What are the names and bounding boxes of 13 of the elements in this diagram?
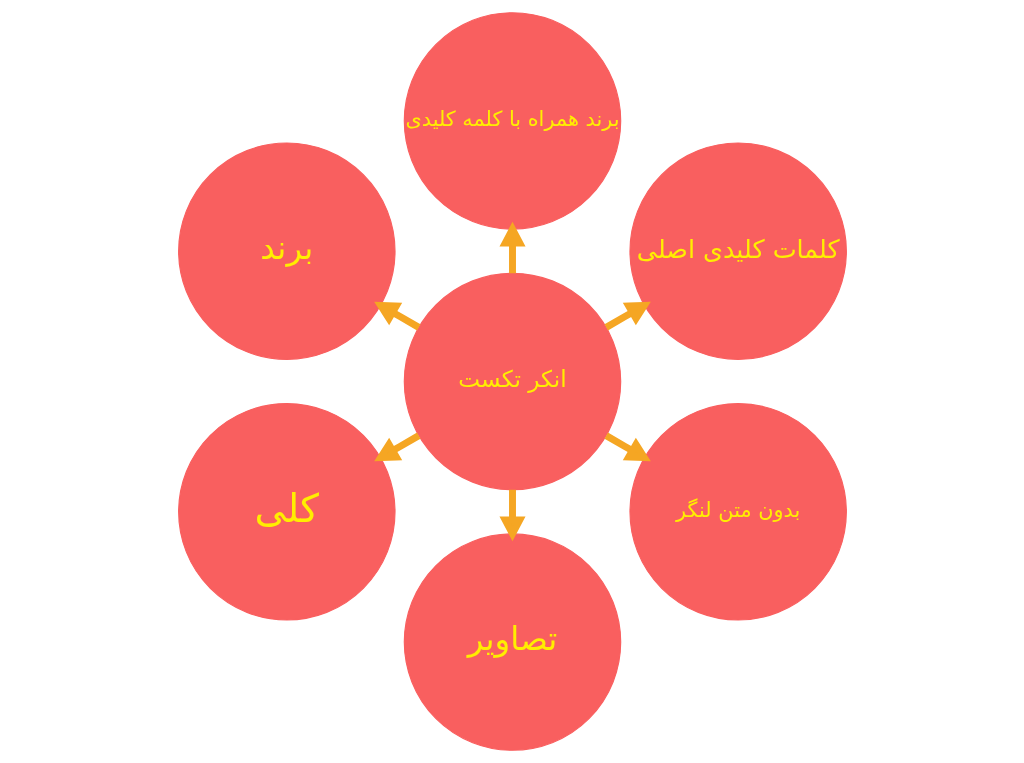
- arrow: [604, 432, 651, 462]
- arrow: [373, 432, 420, 462]
- node-circle: تصاویر: [403, 533, 621, 751]
- arrow: [498, 221, 526, 274]
- node-circle: بدون متن لنگر: [628, 403, 847, 621]
- arrow: [604, 301, 651, 331]
- arrow: [498, 489, 526, 542]
- node-circle: کلی: [177, 403, 396, 621]
- arrow: [373, 301, 420, 331]
- node-circle: برند همراه با کلمه کلیدی: [403, 12, 621, 230]
- node-circle: برند: [177, 142, 396, 360]
- node-circle: انکر تکست: [403, 272, 621, 491]
- node-circle: کلمات کلیدی اصلی: [628, 142, 847, 360]
